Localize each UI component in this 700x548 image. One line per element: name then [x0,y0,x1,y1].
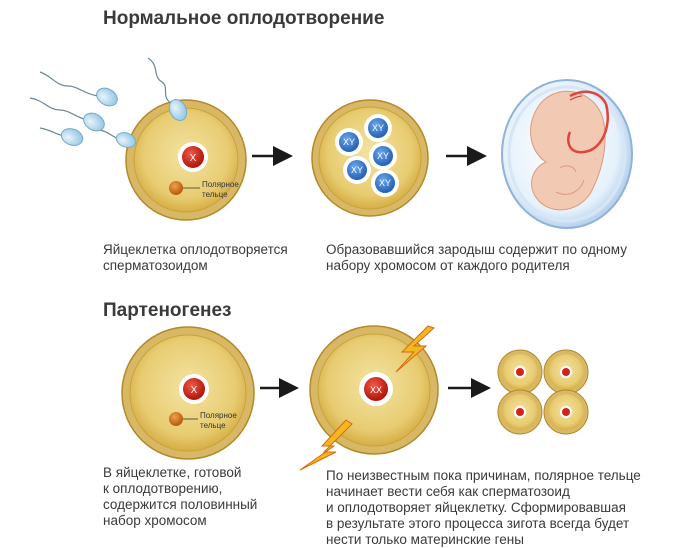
caption-line: набору хромосом от каждого родителя [326,258,570,273]
caption-egg-fertilized: Яйцеклетка оплодотворяется сперматозоидо… [103,242,288,274]
caption-line: Яйцеклетка оплодотворяется [103,242,288,257]
polar-body-label-line2: тельце [200,421,226,430]
caption-line: содержится половинный [103,497,258,512]
polar-body: Полярное тельце [169,180,239,199]
caption-line: Образовавшийся зародыш содержит по одном… [326,242,627,257]
xy-cells: XY XY XY XY XY [335,114,399,197]
chromosome-label-xx: XX [370,385,382,395]
polar-body-label-line2: тельце [202,190,228,199]
caption-line: нести только материнские гены [326,532,524,547]
chromosome-label-xy: XY [372,123,384,133]
caption-zygote: Образовавшийся зародыш содержит по одном… [326,242,627,274]
chromosome-label-x: X [191,385,198,396]
caption-line: и оплодотворяет яйцеклетку. Сформировавш… [326,500,626,515]
nucleus-xx: XX [359,372,393,406]
caption-line: По неизвестным пока причинам, полярное т… [326,468,641,483]
caption-line: к оплодотворению, [103,481,223,496]
embryo-illustration [501,79,633,229]
caption-line: начинает вести себя как сперматозоид [326,484,570,499]
chromosome-label-xy: XY [377,151,389,161]
sperm-heads [60,87,188,148]
chromosome-label-x: X [190,153,197,164]
polar-body-label-line1: Полярное [200,411,237,420]
polar-body-label-line1: Полярное [202,180,239,189]
caption-parthenogenesis-explanation: По неизвестным пока причинам, полярное т… [326,468,641,548]
four-cell-embryo [497,349,589,435]
lightning-icon [299,325,435,471]
caption-line: сперматозоидом [103,258,208,273]
sperm-cells [29,57,173,141]
title-normal-fertilization: Нормальное оплодотворение [103,8,385,29]
chromosome-label-xy: XY [343,137,355,147]
caption-line: в результате этого процесса зигота всегд… [326,516,630,531]
chromosome-label-xy: XY [379,178,391,188]
caption-half-chromosomes: В яйцеклетке, готовой к оплодотворению, … [103,465,257,529]
caption-line: В яйцеклетке, готовой [103,465,242,480]
title-parthenogenesis: Партеногенез [103,300,232,321]
caption-line: набор хромосом [103,513,207,528]
polar-body-bottom: Полярное тельце [169,411,237,430]
nucleus-x-bottom: X [179,374,209,404]
nucleus-x: X [178,142,208,172]
chromosome-label-xy: XY [351,165,363,175]
